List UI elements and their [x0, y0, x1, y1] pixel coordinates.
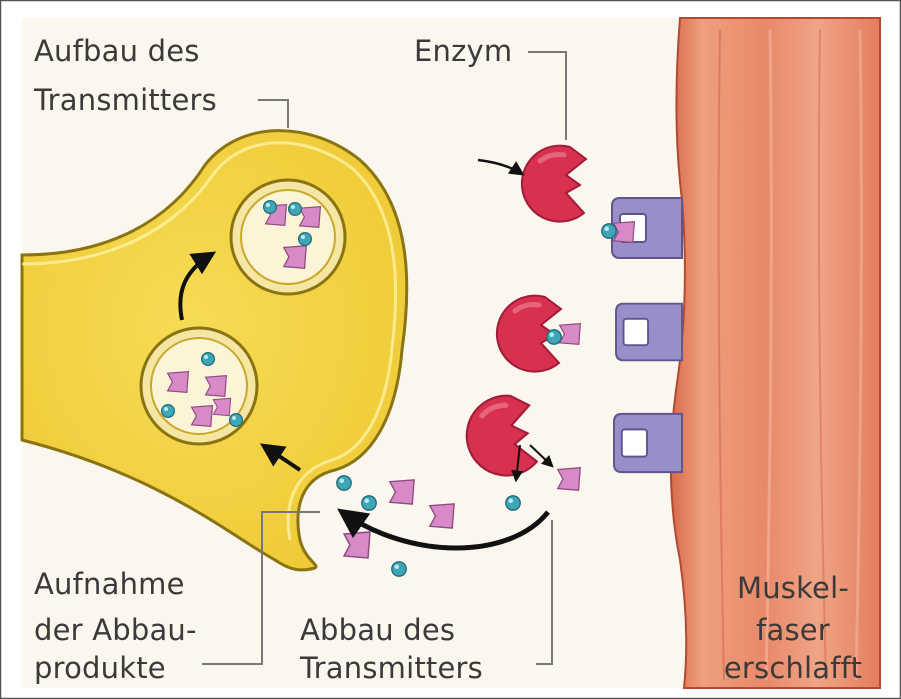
transmitter-ball: [299, 233, 312, 246]
transmitter-ball: [337, 476, 351, 490]
transmitter-ball: [289, 203, 302, 216]
label-abbau-line-2: Transmitters: [300, 650, 483, 686]
transmitter-ball: [162, 405, 175, 418]
transmitter-ball: [202, 353, 215, 366]
label-aufnahme-line-1: Aufnahme: [34, 566, 185, 602]
receptor: [616, 304, 682, 361]
transmitter-ball: [602, 224, 616, 238]
label-aufnahme-line-2: der Abbau-: [34, 612, 197, 648]
label-aufbau-line-1: Aufbau des: [34, 33, 200, 69]
vesicle-upper: [231, 180, 345, 294]
label-muskel-line-1: Muskel-: [708, 570, 878, 606]
transmitter-ball: [506, 496, 520, 510]
transmitter-ball: [392, 562, 406, 576]
label-muskel-line-2: faser: [708, 612, 878, 648]
transmitter-ball: [547, 330, 561, 344]
transmitter-ball: [362, 496, 376, 510]
label-enzym: Enzym: [414, 33, 512, 69]
transmitter-ball: [264, 201, 277, 214]
label-aufbau-line-2: Transmitters: [34, 82, 217, 118]
transmitter-ball: [230, 414, 243, 427]
label-aufnahme-line-3: produkte: [34, 650, 166, 686]
label-muskel-line-3: erschlafft: [708, 650, 878, 686]
receptor: [614, 414, 682, 472]
label-abbau-line-1: Abbau des: [300, 612, 455, 648]
enzyme: [522, 146, 586, 222]
vesicle-lower: [141, 328, 257, 444]
